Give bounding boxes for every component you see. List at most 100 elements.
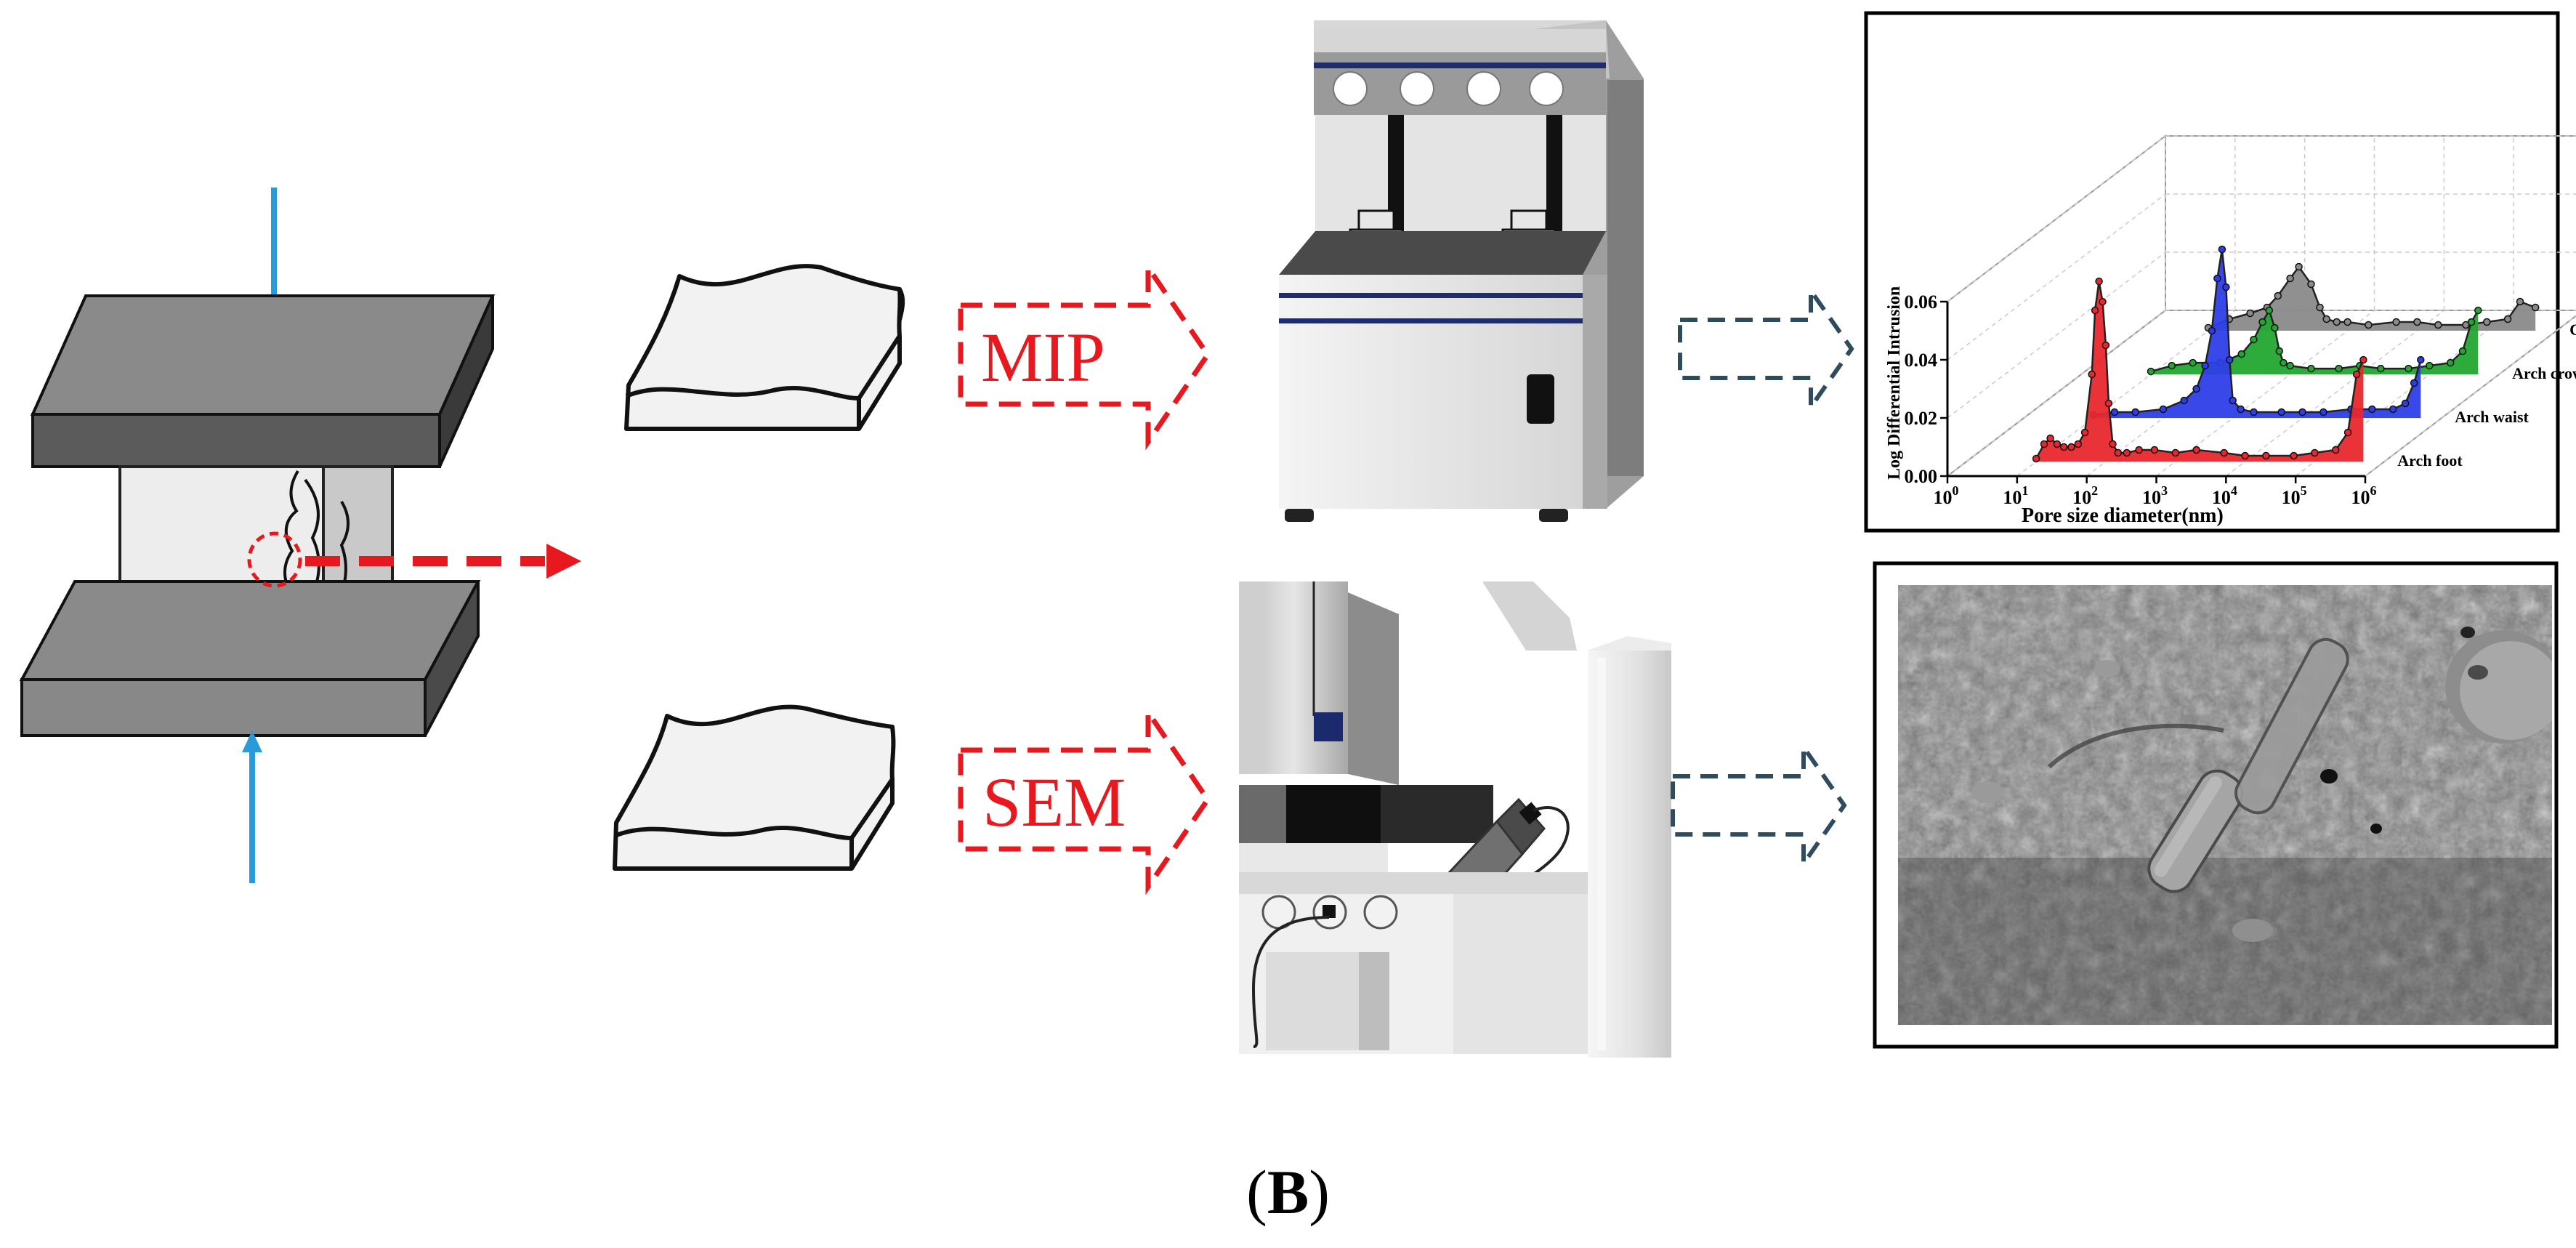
data-point [2307,280,2315,289]
data-point [2226,355,2234,364]
data-point [2237,405,2245,414]
data-point [2213,274,2221,283]
x-tick-label: 100 [1934,483,1959,508]
data-point [2201,361,2209,370]
series-label: Arch crown [2512,364,2576,382]
x-tick-exponent: 0 [1953,483,1959,498]
data-point [2101,341,2110,350]
data-point [2159,405,2168,414]
sem-label: SEM [982,763,1126,841]
data-point [2168,361,2176,370]
data-point [2246,309,2254,318]
x-tick-exponent: 6 [2370,483,2377,498]
data-point [2434,321,2442,329]
data-point [2446,358,2455,367]
series-arch-waist: Arch waist [2089,245,2529,426]
mip-sample-fragment [624,264,905,431]
data-point [2277,408,2285,416]
data-point [2290,451,2298,460]
y-tick-label: 0.06 [1905,291,1938,313]
x-tick-label: 105 [2282,483,2307,508]
data-point [2262,451,2270,460]
series-label: Cast UHPC [2569,321,2576,339]
bottom-platen [19,580,481,737]
x-tick-exponent: 4 [2231,483,2237,498]
gauge-dial-2 [1400,71,1434,106]
data-point [2237,350,2245,358]
sem-step-arrow[interactable]: SEM [958,704,1211,895]
data-point [2258,318,2266,326]
data-point [2389,405,2397,414]
data-point [2516,297,2524,306]
bottom-load-arrow [242,730,262,883]
x-tick-base: 10 [2142,487,2161,508]
mip-step-arrow[interactable]: MIP [958,259,1211,451]
gauge-dial-1 [1333,71,1368,106]
data-point [2171,448,2180,457]
y-tick-label: 0.00 [1905,466,1938,487]
data-point [2368,405,2376,414]
series-area [2208,267,2536,331]
y-tick-label: 0.04 [1905,350,1938,371]
data-point [2275,347,2284,355]
data-point [2032,454,2040,463]
x-tick-exponent: 3 [2161,483,2168,498]
data-point [2147,367,2155,376]
data-point [2229,396,2237,405]
data-point [2220,448,2228,457]
data-point [2426,361,2434,370]
caption-letter: B [1267,1157,1309,1227]
data-point [2359,355,2367,364]
data-point [2335,364,2343,373]
gauge-dial-4 [1529,71,1564,106]
y-tick-label: 0.02 [1905,408,1938,429]
data-point [2343,428,2352,437]
series-area [2036,281,2364,462]
column-badge [1314,712,1343,741]
specimen-cube [118,465,394,643]
data-point [2250,335,2258,344]
data-point [2222,283,2230,291]
x-grid-floor-line [2225,310,2444,477]
data-point [2286,274,2294,283]
data-point [2095,277,2103,286]
data-point [2091,306,2099,315]
data-point [2180,396,2188,405]
data-point [2109,440,2117,448]
mip-label: MIP [981,318,1105,396]
chart-frame [1864,11,2560,533]
data-point [2250,408,2258,416]
data-point [2271,323,2279,332]
crack-lines [137,470,350,640]
x-tick-base: 10 [2351,487,2370,508]
control-switch [1527,374,1554,424]
gauge-dial-3 [1466,71,1501,106]
data-point [2343,318,2351,326]
data-point [2192,446,2200,454]
sem-sample-fragment [613,704,896,871]
data-point [2192,385,2200,393]
data-point [2135,446,2143,454]
data-point [2311,448,2319,457]
data-point [2241,451,2249,460]
data-point [2104,399,2113,408]
data-point [2110,408,2119,416]
data-point [2467,318,2476,326]
x-tick-base: 10 [2003,487,2022,508]
data-point [2298,408,2306,416]
data-point [2392,318,2400,326]
chart-xlabel: Pore size diameter(nm) [2022,504,2224,527]
data-point [2218,245,2226,254]
data-point [2131,408,2139,416]
x-grid-floor-line [2156,310,2375,477]
x-tick-exponent: 5 [2301,483,2307,498]
data-point [2316,303,2324,312]
data-point [2474,306,2482,315]
data-point [2413,318,2421,326]
x-tick-label: 103 [2142,483,2168,508]
data-point [2531,303,2540,312]
data-point [2123,448,2131,457]
